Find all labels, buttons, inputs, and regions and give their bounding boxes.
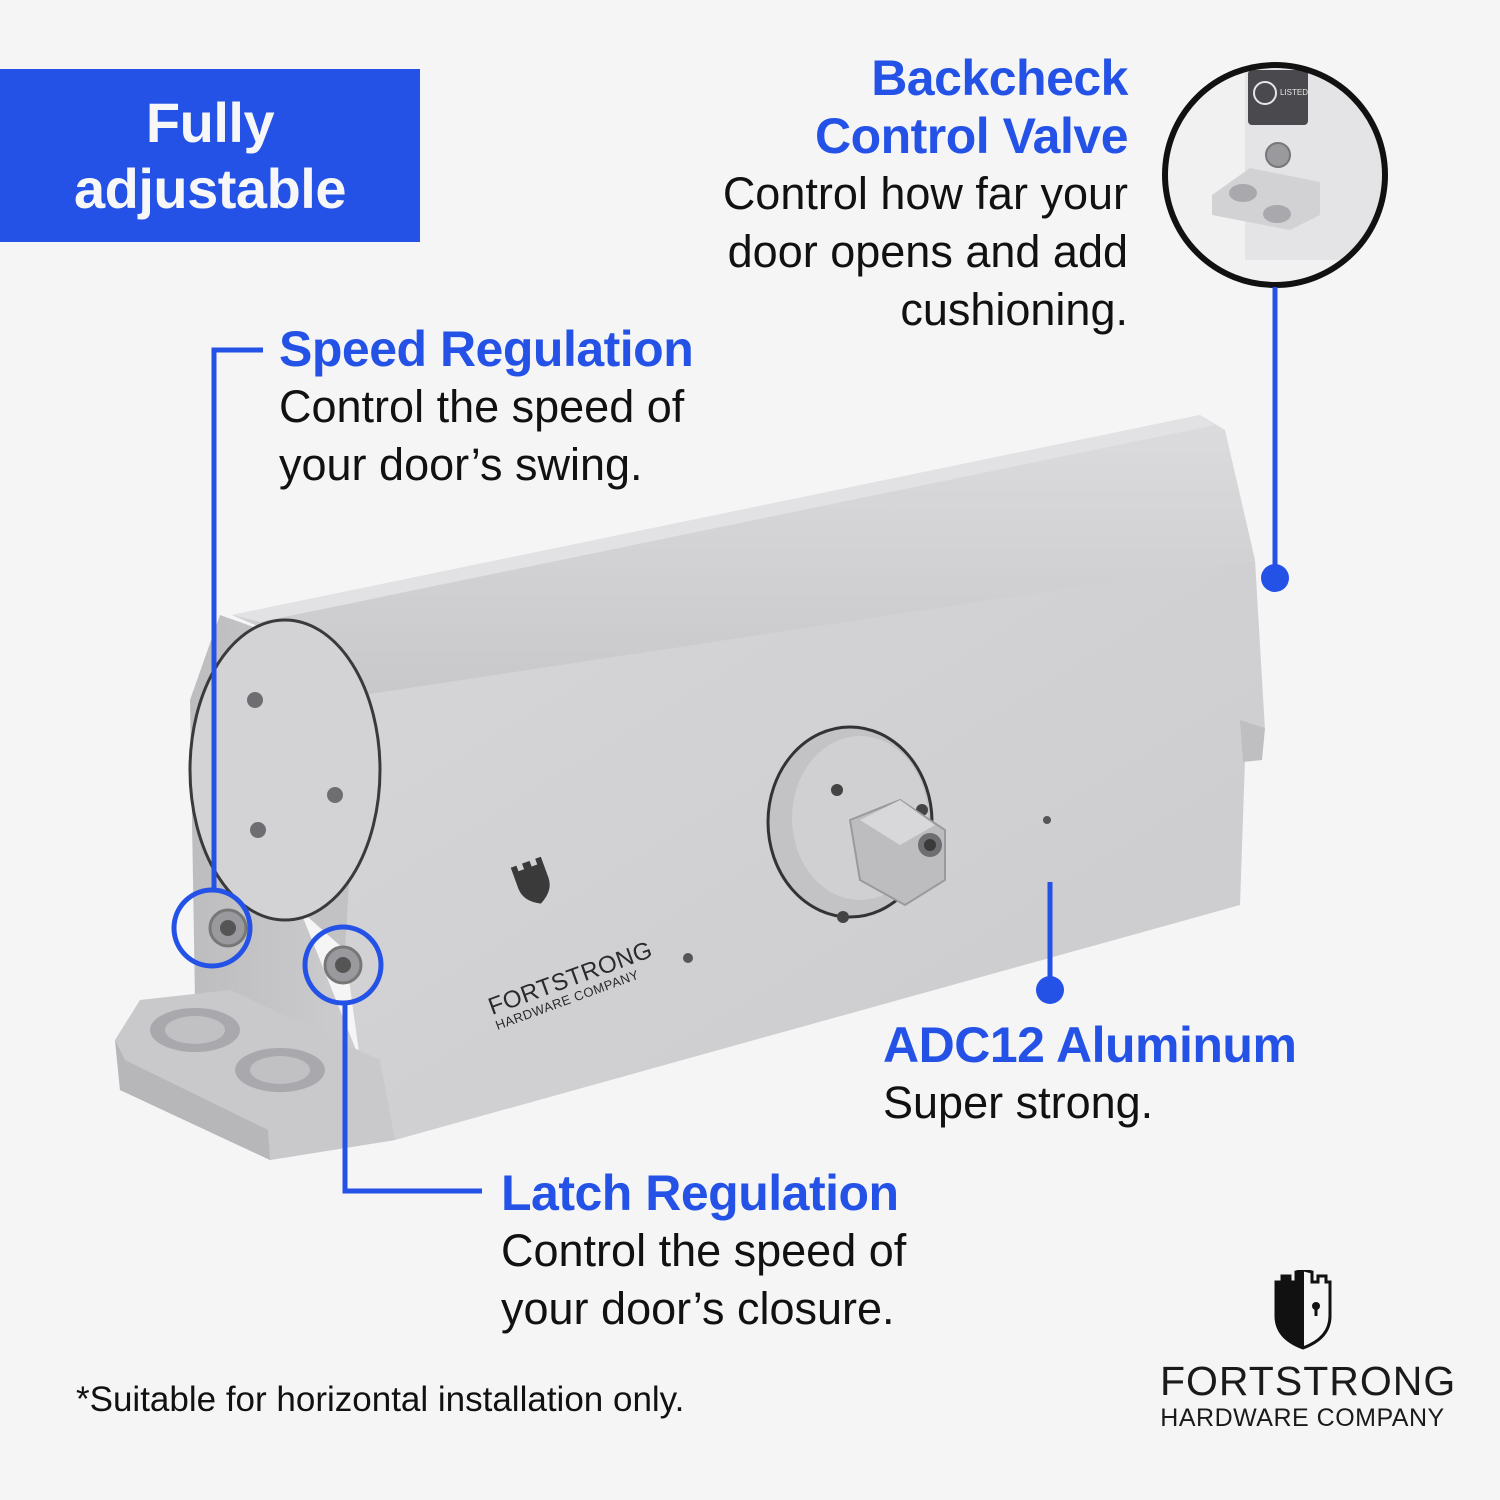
callout-description: cushioning. — [900, 284, 1128, 335]
callout-material: ADC12 Aluminum Super strong. — [883, 1016, 1343, 1132]
callout-latch-regulation: Latch Regulation Control the speed of yo… — [501, 1164, 981, 1338]
callout-speed-regulation: Speed Regulation Control the speed of yo… — [279, 320, 759, 494]
callout-backcheck: Backcheck Control Valve Control how far … — [608, 49, 1129, 339]
callout-description: Control the speed of — [279, 381, 685, 432]
leader-lines — [171, 287, 1278, 1194]
badge-line-1: Fully — [145, 90, 275, 154]
callout-title: Backcheck — [871, 50, 1128, 106]
brand-name: FORTSTRONG — [1160, 1358, 1457, 1404]
callout-title: Control Valve — [814, 108, 1129, 164]
backcheck-marker-dot — [1261, 564, 1289, 592]
callout-title: ADC12 Aluminum — [883, 1017, 1297, 1073]
brand-logo: FORTSTRONG HARDWARE COMPANY — [1160, 1270, 1457, 1432]
fully-adjustable-badge: Fully adjustable — [0, 69, 420, 242]
shield-tower-keyhole-icon — [1274, 1270, 1331, 1350]
callout-description: door opens and add — [727, 226, 1128, 277]
door-closer-body: FORTSTRONG HARDWARE COMPANY — [115, 415, 1265, 1160]
callout-description: Control the speed of — [501, 1225, 907, 1276]
callout-title: Speed Regulation — [279, 321, 694, 377]
callout-description: Super strong. — [883, 1077, 1154, 1128]
badge-line-2: adjustable — [74, 156, 346, 220]
backcheck-inset: LISTED — [1162, 62, 1388, 288]
callout-title: Latch Regulation — [501, 1165, 899, 1221]
brand-subtitle: HARDWARE COMPANY — [1160, 1404, 1445, 1432]
callout-description: Control how far your — [722, 168, 1128, 219]
svg-text:LISTED: LISTED — [1280, 88, 1308, 97]
footnote: *Suitable for horizontal installation on… — [76, 1380, 685, 1419]
material-marker-dot — [1036, 976, 1064, 1004]
callout-description: your door’s closure. — [501, 1283, 895, 1334]
callout-description: your door’s swing. — [279, 439, 643, 490]
